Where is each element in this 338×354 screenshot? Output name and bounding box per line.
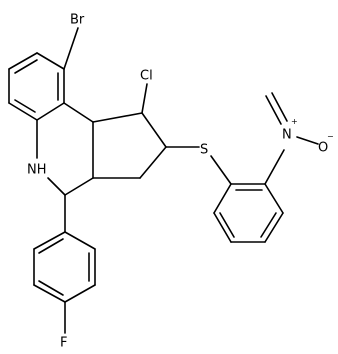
np-bond-3 [264,212,284,243]
fp-bond-4 [33,284,66,303]
fp-double-3 [38,238,64,254]
cyclopentane-ring [92,112,167,179]
double-bond-inner-3 [14,99,36,113]
bond-n-o-double-a [265,95,282,125]
fp-bond-1 [64,231,96,250]
fp-bond-6 [33,231,66,250]
bond-c8-c7 [8,52,38,70]
np-bond-2 [264,183,284,214]
bond-c4-n [47,177,66,196]
atom-label-n-nitro: N [282,128,292,143]
bond-c5-c4a [36,102,65,121]
nitrophenyl-ring [210,155,284,243]
bond-br [63,27,79,70]
atom-label-s: S [200,143,208,158]
tetrahydro-ring [36,102,94,196]
atom-label-f: F [60,336,67,351]
bond-c4a-c8a [8,102,38,121]
np-bond-6 [213,183,232,214]
charge-plus: + [291,117,298,126]
np-bond-5 [213,212,232,243]
fp-bond-3 [64,284,96,303]
atom-label-br: Br [70,13,85,28]
bond-s-c1p [210,155,232,185]
charge-minus: − [327,132,334,141]
fp-double-2 [38,280,64,296]
atom-label-o-minus: O [318,141,328,156]
bond-c5-c9b [63,102,94,123]
bond-c1-c2 [141,112,167,148]
atom-label-cl: Cl [140,69,153,84]
bond-cl [141,83,148,114]
bond-c-nitro [264,149,285,185]
double-bond-inner-1 [14,59,38,74]
bond-n-o-single [296,136,319,145]
bond-c7-c6 [36,52,65,70]
fluorophenyl-ring [33,231,96,303]
np-double-2 [260,212,277,238]
bond-c2-c3 [139,146,167,179]
bond-c9b-c1 [92,112,143,123]
np-double-3 [219,212,235,238]
bond-n-o-double-b [271,92,288,122]
bond-c3a-c4 [64,177,94,196]
atom-label-nh: NH [27,163,47,178]
benzo-ring [8,52,65,121]
